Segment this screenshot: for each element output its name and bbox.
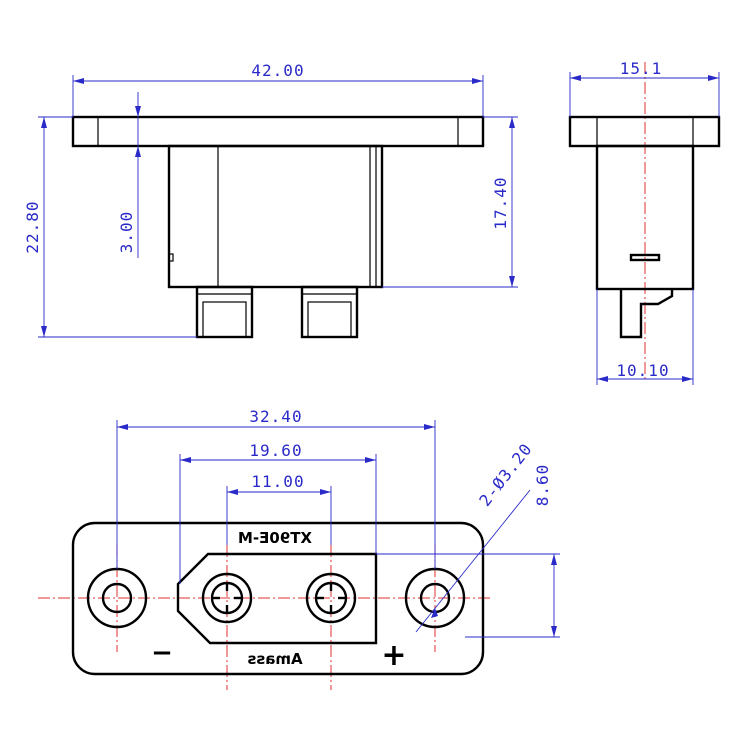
dim-196-arrow-right xyxy=(365,457,376,463)
positive-marking: + xyxy=(381,638,406,673)
side-pin xyxy=(619,289,674,339)
dim-3-arrow-bottom xyxy=(135,146,141,157)
dim-101-arrow-left xyxy=(597,376,608,382)
dim-324-arrow-right xyxy=(424,424,435,430)
front-pin-left-inner xyxy=(202,301,247,338)
mounting-hole-left-inner xyxy=(101,582,133,614)
pin-right xyxy=(305,572,357,624)
dim-324-arrow-left xyxy=(117,424,128,430)
mounting-hole-left-outer xyxy=(86,567,148,629)
dim-42-arrow-left xyxy=(73,78,84,84)
dim-151-arrow-left xyxy=(570,75,581,81)
dim-pin-spacing: 11.00 xyxy=(251,472,304,491)
dim-plate-height: 8.60 xyxy=(533,464,552,507)
dim-body-height: 17.40 xyxy=(491,176,510,229)
dim-hole-leader xyxy=(415,489,531,633)
side-body xyxy=(595,144,695,291)
dim-228-arrow-top xyxy=(41,117,47,128)
brand-marking: Amass xyxy=(247,650,302,668)
front-view: 42.00 22.80 3.00 17.40 xyxy=(23,61,518,339)
dim-11-arrow-left xyxy=(227,489,238,495)
negative-marking: − xyxy=(151,638,173,668)
dim-86-arrow-bottom xyxy=(551,626,557,637)
dim-174-arrow-bottom xyxy=(509,276,515,287)
front-body xyxy=(167,144,384,289)
front-flange xyxy=(71,115,485,148)
dim-42-arrow-right xyxy=(472,78,483,84)
dim-174-arrow-top xyxy=(509,117,515,128)
dim-196-arrow-left xyxy=(180,457,191,463)
dim-151-arrow-right xyxy=(708,75,719,81)
dim-socket-outline-width: 19.60 xyxy=(249,441,302,460)
front-pin-right-inner xyxy=(307,301,352,338)
side-latch-slot xyxy=(629,253,661,262)
model-marking: XT90E-M xyxy=(238,529,312,547)
top-view: XT90E-M Amass − + 32.40 19.60 11.00 8.60 xyxy=(38,407,560,690)
dim-total-height: 22.80 xyxy=(23,200,42,253)
dim-side-body-width: 10.10 xyxy=(616,361,669,380)
dim-side-flange-width: 15.1 xyxy=(620,59,663,78)
dim-86-arrow-top xyxy=(551,554,557,565)
dim-front-width: 42.00 xyxy=(251,61,304,80)
dim-hole-leader-arrow xyxy=(431,608,438,618)
dim-101-arrow-right xyxy=(682,376,693,382)
front-body-notch xyxy=(168,253,174,262)
dim-3-arrow-top xyxy=(135,106,141,117)
dim-hole-spacing: 32.40 xyxy=(249,407,302,426)
dim-hole-diameter: 2-Ø3.20 xyxy=(475,439,536,509)
dim-flange-thickness: 3.00 xyxy=(117,211,136,254)
pin-left xyxy=(201,572,253,624)
dim-228-arrow-bottom xyxy=(41,326,47,337)
top-plate xyxy=(71,521,485,676)
dim-11-arrow-right xyxy=(320,489,331,495)
side-view: 15.1 10.10 xyxy=(568,59,721,385)
